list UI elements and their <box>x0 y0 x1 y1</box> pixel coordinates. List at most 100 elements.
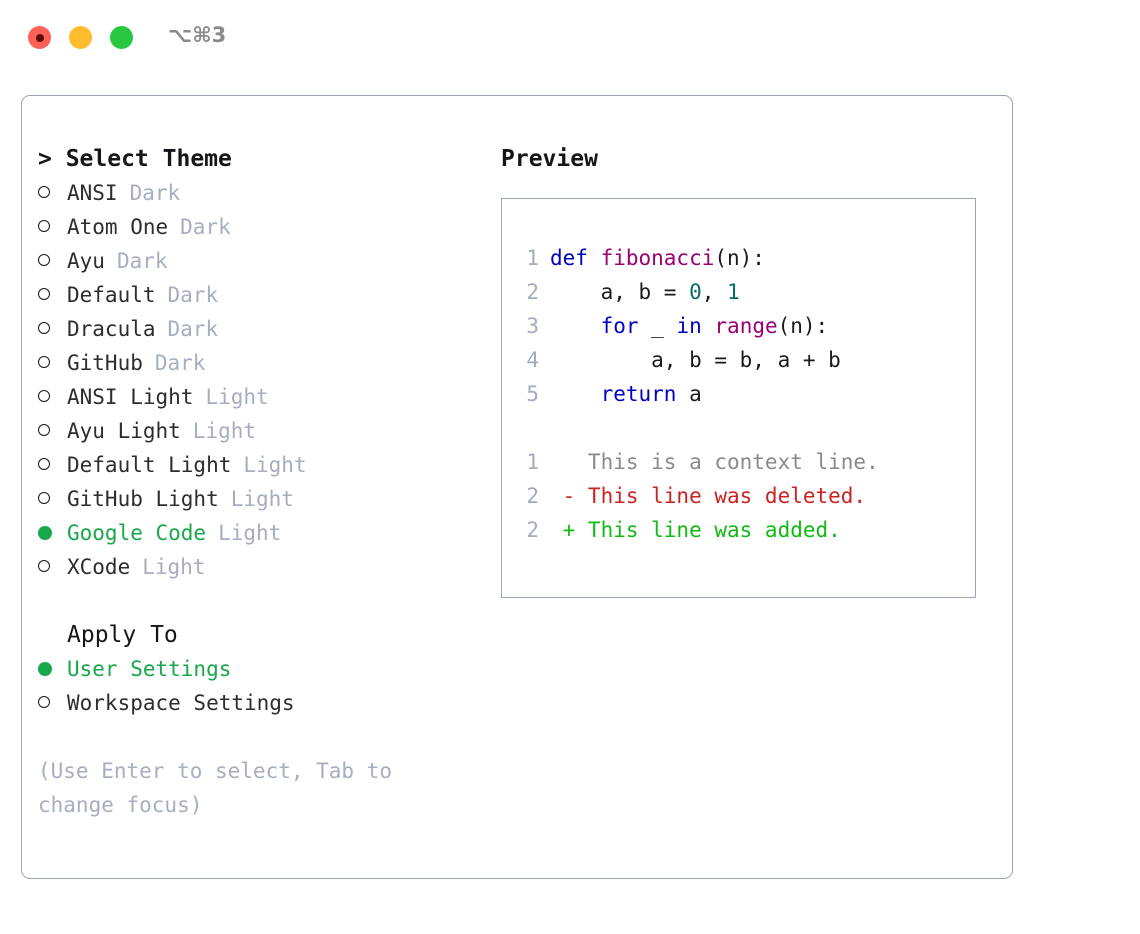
theme-variant-tag: Light <box>205 385 269 409</box>
theme-variant-tag: Light <box>243 453 307 477</box>
column-spacer <box>38 584 478 618</box>
code-token: range <box>714 314 778 338</box>
code-token <box>550 314 601 338</box>
code-line-text: a, b = 0, 1 <box>550 275 740 309</box>
theme-option-xcode[interactable]: XCode Light <box>38 550 478 584</box>
theme-option-label: ANSI Light <box>67 385 194 409</box>
preview-heading: Preview <box>501 146 598 172</box>
code-token: (n): <box>777 314 829 338</box>
radio-glyph <box>38 526 52 540</box>
code-line-text: for _ in range(n): <box>550 309 829 343</box>
theme-variant-tag: Light <box>142 555 206 579</box>
code-token: in <box>676 314 702 338</box>
apply-option-label: User Settings <box>67 657 232 681</box>
diff-line: 1 This is a context line. <box>502 445 975 479</box>
window-titlebar: ⌥⌘3 <box>0 0 1140 76</box>
line-number: 2 <box>526 280 539 304</box>
theme-option-label: Atom One <box>67 215 169 239</box>
apply-option-label: Workspace Settings <box>67 691 295 715</box>
theme-variant-tag: Light <box>192 419 257 443</box>
code-token <box>702 314 715 338</box>
apply-to-heading: Apply To <box>67 622 178 648</box>
diff-line: 2 - This line was deleted. <box>502 479 975 513</box>
theme-option-ansi-light[interactable]: ANSI Light Light <box>38 380 478 414</box>
radio-glyph <box>38 254 50 266</box>
code-token: 0 <box>689 280 702 304</box>
code-line: 4 a, b = b, a + b <box>502 343 975 377</box>
radio-glyph <box>38 492 50 504</box>
code-token: fibonacci <box>600 246 715 270</box>
theme-option-label: XCode <box>67 555 131 579</box>
theme-option-label: Ayu <box>67 249 105 273</box>
maximize-window-icon[interactable] <box>110 26 133 49</box>
apply-option-workspace-settings[interactable]: Workspace Settings <box>38 686 478 720</box>
theme-option-label: Ayu Light <box>67 419 181 443</box>
traffic-light-group <box>28 26 133 49</box>
theme-option-default-light[interactable]: Default Light Light <box>38 448 478 482</box>
theme-option-label: Dracula <box>67 317 156 341</box>
theme-option-ayu-light[interactable]: Ayu Light Light <box>38 414 478 448</box>
minimize-window-icon[interactable] <box>69 26 92 49</box>
keyboard-hint-text: (Use Enter to select, Tab to change focu… <box>38 759 405 817</box>
radio-glyph <box>38 696 50 708</box>
theme-option-label: Default Light <box>67 453 232 477</box>
code-line: 5 return a <box>502 377 975 411</box>
diff-line-text: + This line was added. <box>550 518 841 542</box>
diff-line-text: - This line was deleted. <box>550 484 867 508</box>
theme-option-label: ANSI <box>67 181 118 205</box>
line-number: 2 <box>526 484 539 508</box>
radio-glyph <box>38 288 50 300</box>
line-number: 5 <box>526 382 539 406</box>
theme-variant-tag: Dark <box>180 215 231 239</box>
close-window-icon[interactable] <box>28 26 51 49</box>
code-line: 2 a, b = 0, 1 <box>502 275 975 309</box>
apply-option-user-settings[interactable]: User Settings <box>38 652 478 686</box>
window-shortcut-label: ⌥⌘3 <box>168 23 227 47</box>
line-number: 1 <box>526 450 539 474</box>
radio-glyph <box>38 458 50 470</box>
radio-glyph <box>38 186 50 198</box>
code-token <box>550 382 601 406</box>
code-token: def <box>550 246 601 270</box>
theme-variant-tag: Dark <box>167 283 219 307</box>
theme-option-label: Google Code <box>67 521 207 545</box>
code-token: (n): <box>714 246 765 270</box>
theme-option-label: GitHub Light <box>67 487 219 511</box>
theme-option-ansi[interactable]: ANSI Dark <box>38 176 478 210</box>
radio-glyph <box>38 322 50 334</box>
line-number: 3 <box>526 314 539 338</box>
radio-glyph <box>38 662 52 676</box>
code-line-text: return a <box>550 377 702 411</box>
code-line: 3 for _ in range(n): <box>502 309 975 343</box>
code-token: 1 <box>727 280 740 304</box>
code-line-text: a, b = b, a + b <box>550 343 841 377</box>
code-token: for <box>600 314 639 338</box>
theme-variant-tag: Dark <box>154 351 206 375</box>
theme-variant-tag: Dark <box>129 181 181 205</box>
radio-glyph <box>38 424 50 436</box>
diff-line-text: This is a context line. <box>550 450 879 474</box>
line-number: 4 <box>526 348 539 372</box>
code-token: , <box>701 280 728 304</box>
radio-glyph <box>38 560 50 572</box>
code-token: a, b = b, a + b <box>550 348 841 372</box>
code-token: return <box>600 382 677 406</box>
radio-glyph <box>38 356 50 368</box>
theme-option-atom-one[interactable]: Atom One Dark <box>38 210 478 244</box>
code-token: a <box>676 382 702 406</box>
code-token: a, b = <box>550 280 690 304</box>
